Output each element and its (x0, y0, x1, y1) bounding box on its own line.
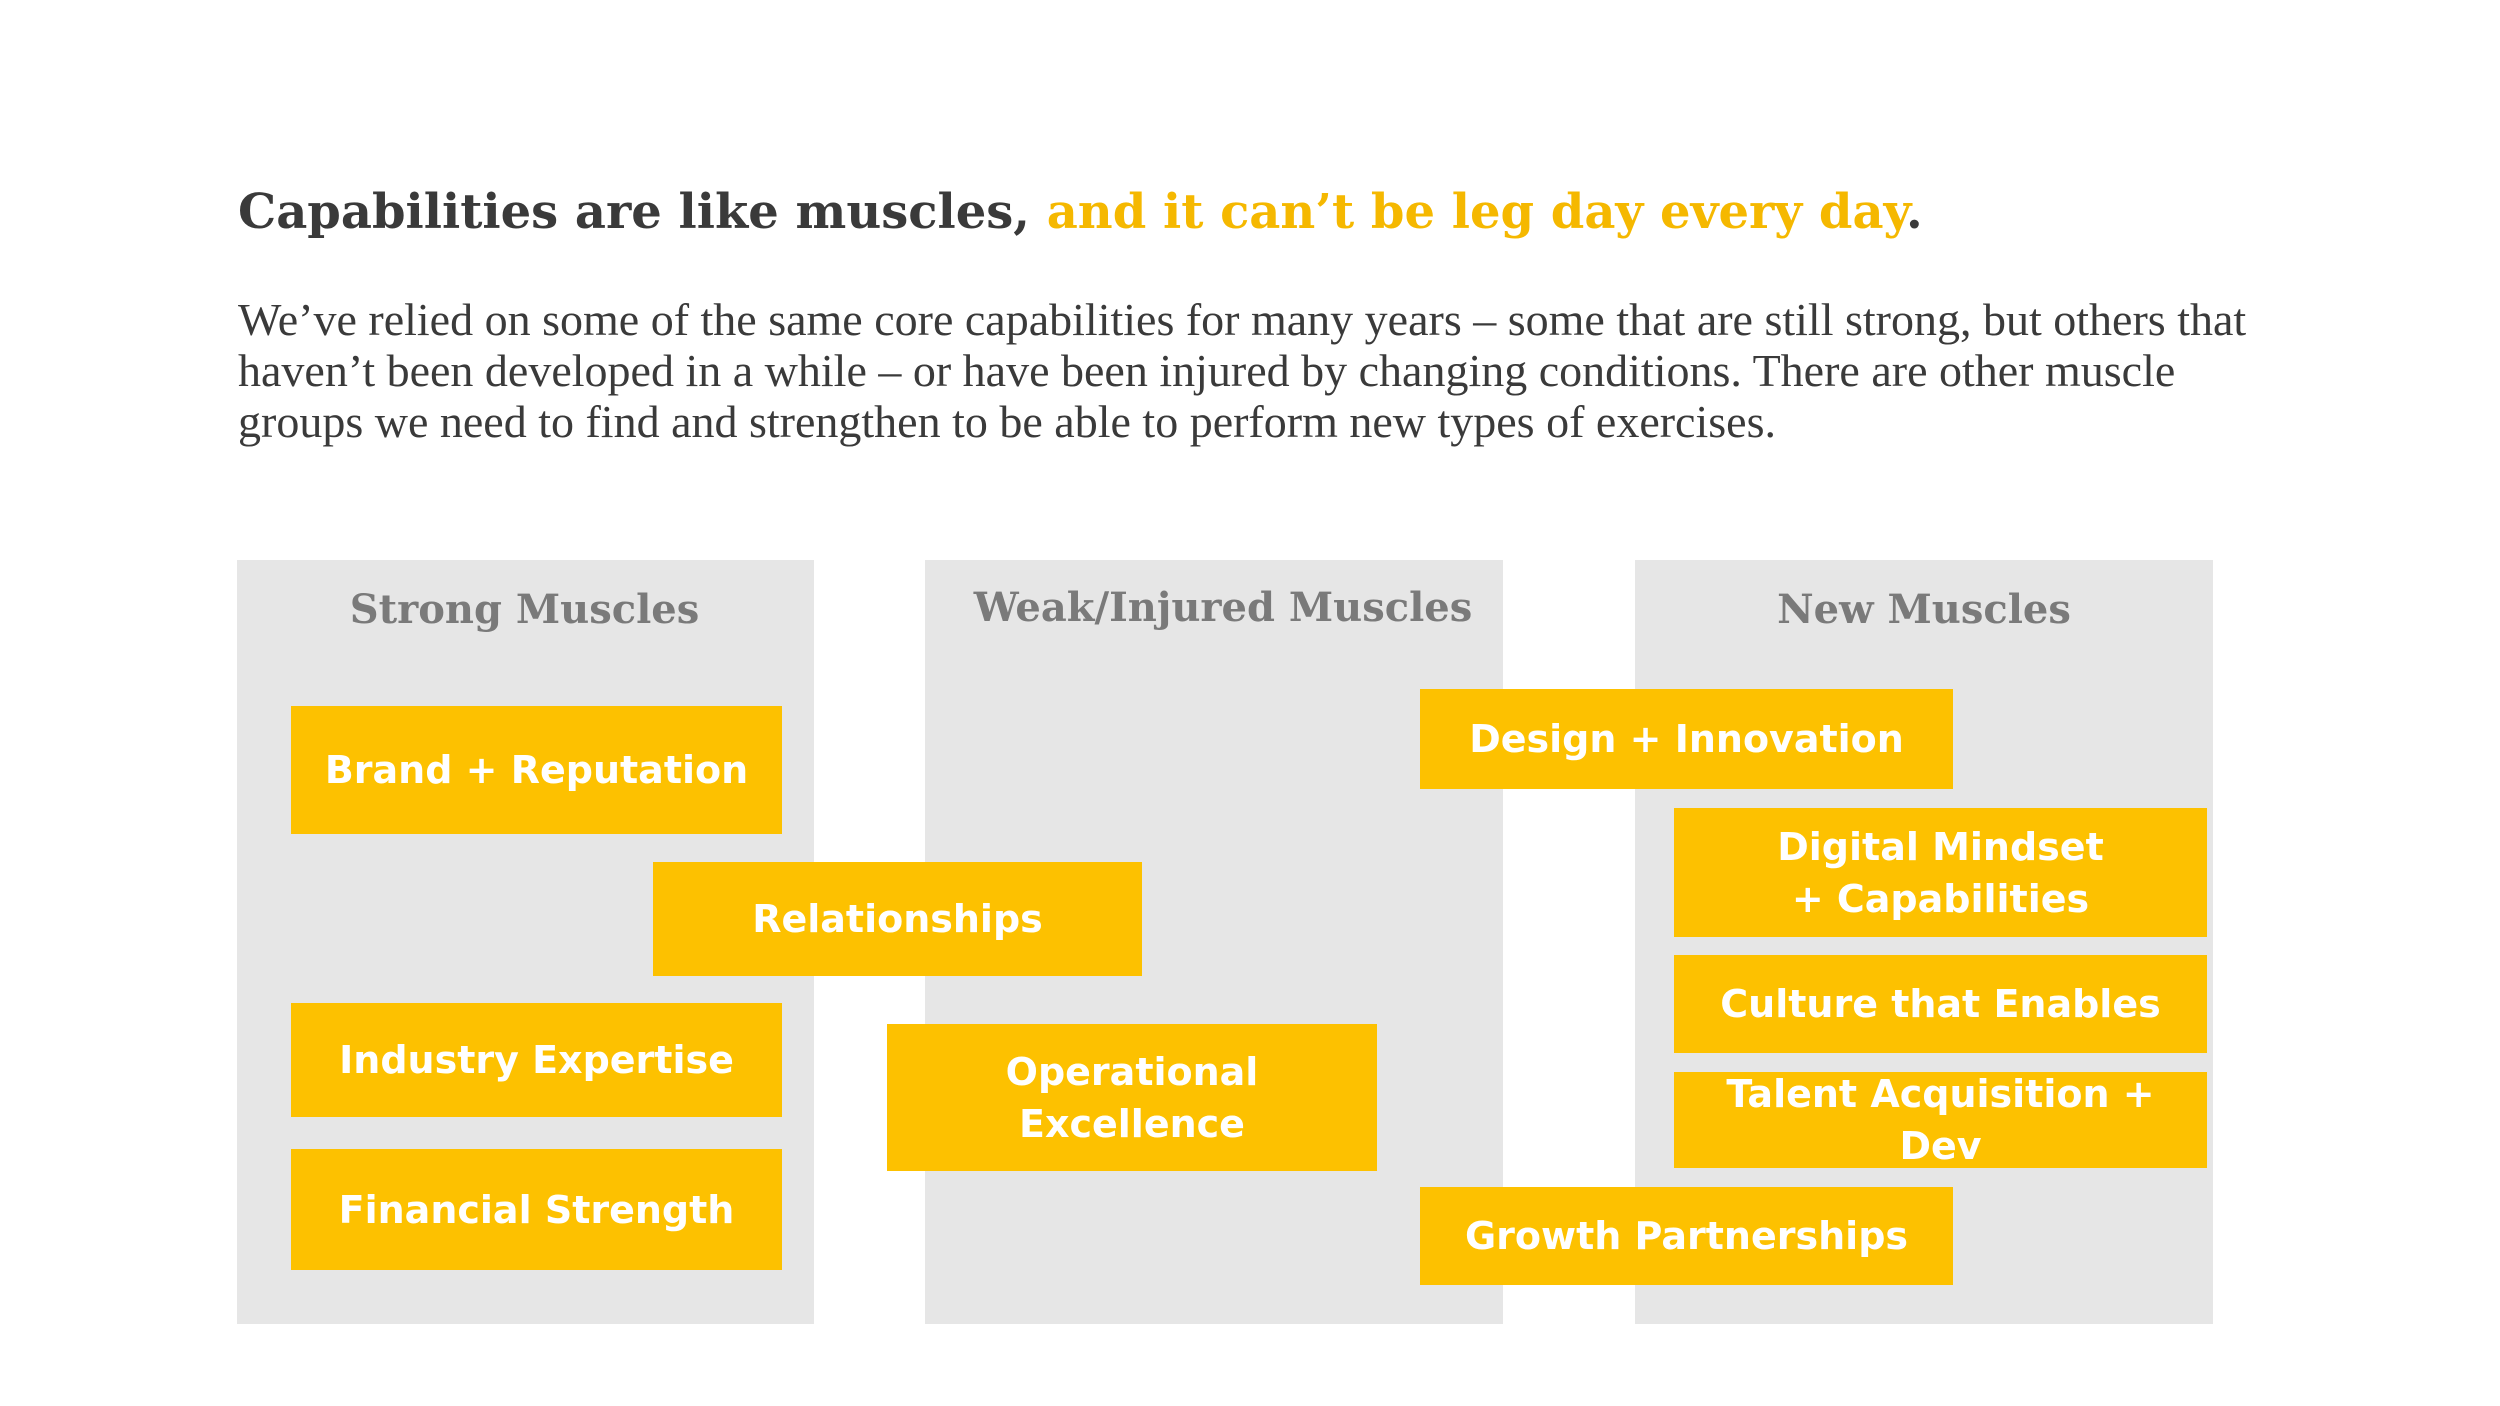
box-talent-acquisition-dev: Talent Acquisition + Dev (1674, 1072, 2207, 1168)
page-title: Capabilities are like muscles, and it ca… (238, 180, 1923, 244)
box-growth-partnerships: Growth Partnerships (1420, 1187, 1953, 1285)
title-end: . (1905, 184, 1923, 240)
box-operational-excellence: Operational Excellence (887, 1024, 1377, 1171)
box-design-innovation: Design + Innovation (1420, 689, 1953, 789)
box-digital-mindset-capabilities: Digital Mindset + Capabilities (1674, 808, 2207, 937)
box-culture-that-enables: Culture that Enables (1674, 955, 2207, 1053)
column-title-strong: Strong Muscles (349, 586, 700, 633)
box-relationships: Relationships (653, 862, 1142, 976)
title-accent: and it can’t be leg day every day (1046, 184, 1906, 240)
title-main: Capabilities are like muscles, (238, 184, 1047, 240)
box-industry-expertise: Industry Expertise (291, 1003, 782, 1117)
intro-paragraph: We’ve relied on some of the same core ca… (238, 294, 2247, 447)
box-financial-strength: Financial Strength (291, 1149, 782, 1270)
box-brand-reputation: Brand + Reputation (291, 706, 782, 834)
column-title-weak: Weak/Injured Muscles (973, 584, 1473, 631)
column-title-new: New Muscles (1777, 586, 2071, 633)
